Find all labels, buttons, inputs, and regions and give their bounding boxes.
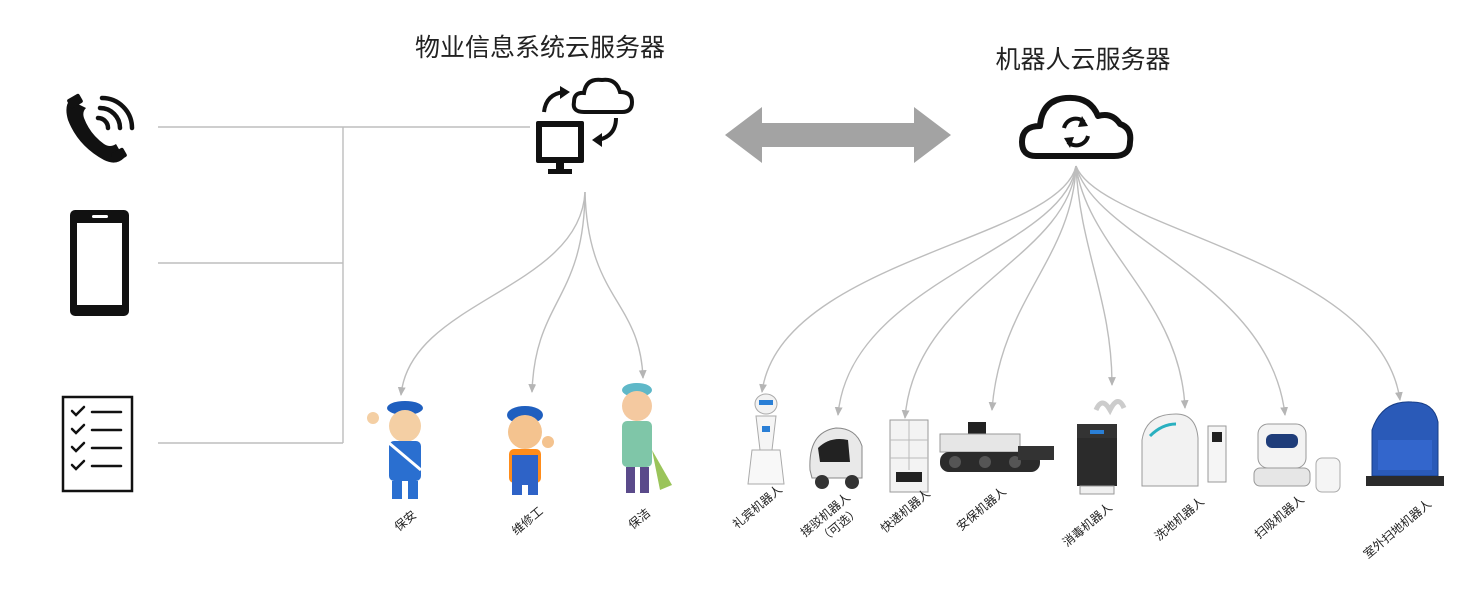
robot-connectors: [759, 165, 1403, 419]
mobile-phone-icon: [70, 210, 129, 316]
reception-robot-icon: [747, 393, 785, 485]
computer-cloud-sync-icon: [536, 77, 635, 174]
device-connectors: [158, 126, 530, 444]
bidirectional-arrow: [725, 107, 951, 163]
floor-washing-robot-icon: [1141, 413, 1227, 487]
shuttle-robot-icon: [809, 427, 863, 489]
robot-label-delivery: 快递机器人: [878, 486, 933, 535]
right-server-title: 机器人云服务器: [995, 45, 1170, 74]
delivery-robot-icon: [889, 419, 929, 493]
robot-label-sweeping: 扫吸机器人: [1252, 492, 1307, 541]
robot-label-security: 安保机器人: [953, 484, 1009, 534]
cloud-sync-icon: [1019, 94, 1134, 159]
sweeping-robot-icon: [1253, 423, 1341, 493]
security-robot-icon: [939, 422, 1054, 472]
repair-worker-icon: [507, 406, 554, 495]
robot-label-floor-washing: 洗地机器人: [1152, 494, 1207, 543]
outdoor-sweeper-robot-icon: [1366, 401, 1444, 486]
robot-label-reception: 礼宾机器人: [729, 482, 785, 532]
checklist-icon: [61, 395, 134, 493]
staff-label-cleaner: 保洁: [626, 506, 653, 532]
robot-label-disinfection: 消毒机器人: [1060, 500, 1115, 549]
left-server-title: 物业信息系统云服务器: [415, 33, 665, 62]
disinfection-robot-icon: [1077, 399, 1127, 495]
robot-label-outdoor-sweeper: 室外扫地机器人: [1360, 496, 1434, 561]
staff-label-security: 保安: [391, 507, 419, 534]
cleaner-icon: [622, 383, 672, 493]
staff-connectors: [397, 191, 647, 396]
phone-icon: [66, 93, 135, 163]
security-guard-icon: [367, 401, 423, 499]
staff-label-repair: 维修工: [508, 503, 545, 538]
